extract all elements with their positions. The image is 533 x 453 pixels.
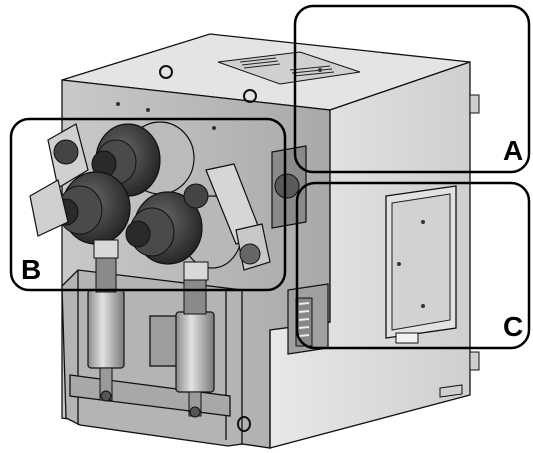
guide-arm-left [29, 123, 89, 237]
hydraulic-cylinder-left [87, 251, 125, 402]
callout-label-b: B [21, 254, 41, 285]
side-door [385, 185, 457, 344]
roller-right [125, 191, 243, 269]
base-foot [439, 384, 463, 398]
hydraulic-cylinder-right [175, 271, 215, 418]
side-vent [287, 283, 329, 355]
callout-label-c: C [503, 311, 523, 342]
guide-arm-right [183, 163, 271, 271]
lifting-eye-icon [159, 65, 257, 103]
callout-box-a: A [293, 4, 531, 174]
callout-box-b: B [9, 117, 287, 292]
top-vent [217, 51, 361, 85]
roller-assembly [29, 121, 271, 281]
control-box [271, 145, 307, 229]
roller-top [91, 121, 195, 197]
callout-box-c: C [295, 181, 531, 350]
handle-icon [237, 416, 251, 432]
callout-label-a: A [503, 135, 523, 166]
hinge-icon [469, 94, 480, 371]
cabinet [61, 33, 480, 449]
